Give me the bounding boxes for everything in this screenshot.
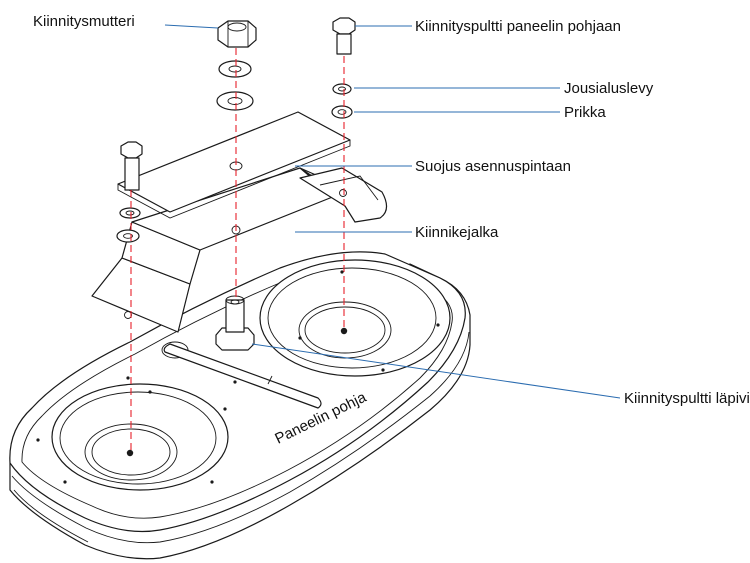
leader-nut: [164, 24, 219, 29]
right-mounting-pad: [259, 259, 451, 377]
panel-base-bottom-edge: [13, 489, 89, 543]
label-washer: Prikka: [564, 104, 606, 121]
panel-base-bolt: [332, 17, 356, 55]
right-flat-washer: [331, 105, 353, 119]
assembly-axes: [130, 48, 345, 450]
leader-lines: [164, 24, 621, 399]
label-spring-washer: Jousialuslevy: [564, 80, 654, 97]
panel-base-lower-band: [11, 331, 470, 544]
bracket-foot: [91, 167, 388, 333]
label-bracket-foot: Kiinnikejalka: [415, 224, 499, 241]
label-feedthrough-bolt: Kiinnityspultti läpiviennillä: [624, 390, 750, 407]
left-mounting-pad: [51, 383, 229, 491]
right-spring-washer: [332, 83, 352, 95]
center-spring-washer: [218, 60, 252, 78]
feedthrough-bolt: [215, 295, 255, 351]
left-flat-washer: [116, 229, 140, 243]
panel-base: [9, 251, 471, 560]
center-flat-washer: [216, 91, 254, 111]
cable-mark: [267, 375, 273, 385]
label-nut: Kiinnitysmutteri: [33, 13, 135, 30]
left-bolt: [120, 141, 143, 191]
cable-rod: [163, 343, 322, 409]
fastening-nut: [217, 20, 257, 48]
leader-feedthrough-bolt: [251, 343, 621, 399]
panel-base-screw-holes: [36, 270, 440, 484]
label-surface-cover: Suojus asennuspintaan: [415, 158, 571, 175]
left-spring-washer: [119, 207, 141, 219]
label-panel-bolt: Kiinnityspultti paneelin pohjaan: [415, 18, 621, 35]
panel-base-rim: [21, 265, 453, 519]
